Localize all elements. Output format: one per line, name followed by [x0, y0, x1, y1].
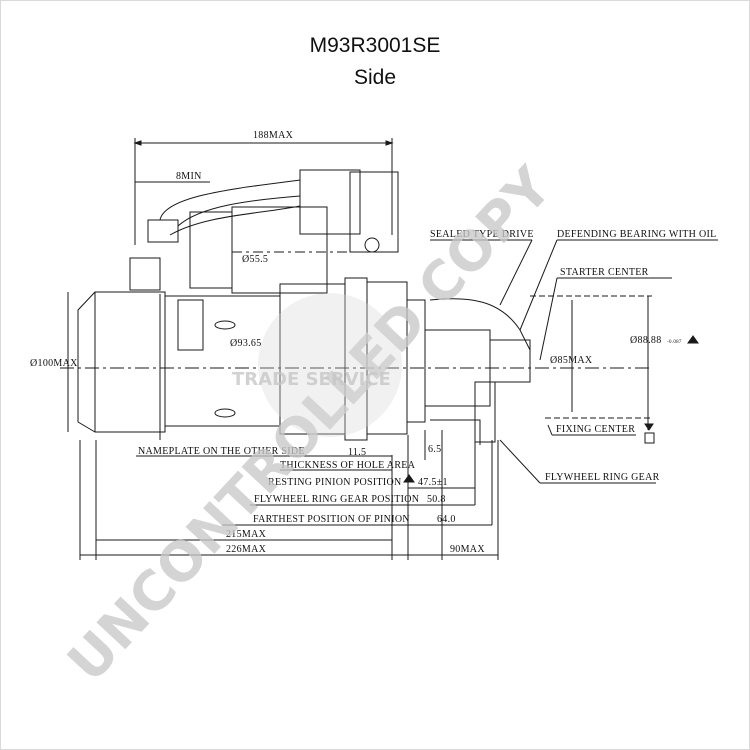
- view-subtitle: Side: [353, 66, 397, 89]
- label-hole-area: THICKNESS OF HOLE AREA: [280, 460, 416, 471]
- dim-50-8: 50.8: [427, 494, 446, 505]
- dim-6-5: 6.5: [428, 444, 441, 455]
- dim-dia-88-88: Ø88.88: [630, 335, 662, 346]
- label-flywheel-position: FLYWHEEL RING GEAR POSITION: [254, 494, 419, 505]
- dim-90max: 90MAX: [450, 544, 485, 555]
- watermark-secondary: TRADE SERVICE: [232, 369, 391, 390]
- label-flywheel-gear: FLYWHEEL RING GEAR: [545, 472, 660, 483]
- dim-dia-100max: Ø100MAX: [30, 358, 78, 369]
- dim-226max: 226MAX: [226, 544, 267, 555]
- dim-8min: 8MIN: [176, 171, 202, 182]
- part-number-title: M93R3001SE: [309, 34, 441, 57]
- drawing-lines: [60, 138, 718, 560]
- watermark-logo: [258, 293, 402, 437]
- dim-dia-93-65: Ø93.65: [230, 338, 262, 349]
- label-bearing: DEFENDING BEARING WITH OIL: [557, 229, 717, 240]
- dim-64-0: 64.0: [437, 514, 456, 525]
- dim-dia-55-5: Ø55.5: [242, 254, 268, 265]
- label-sealed-drive: SEALED TYPE DRIVE: [430, 229, 534, 240]
- dim-215max: 215MAX: [226, 529, 267, 540]
- dim-47-5: 47.5±1: [418, 477, 448, 488]
- label-starter-center: STARTER CENTER: [560, 267, 649, 278]
- dim-188max: 188MAX: [253, 130, 294, 141]
- label-resting-pinion: RESTING PINION POSITION: [268, 477, 402, 488]
- label-fixing-center: FIXING CENTER: [556, 424, 635, 435]
- label-farthest-pinion: FARTHEST POSITION OF PINION: [253, 514, 410, 525]
- dim-dia-85max: Ø85MAX: [550, 355, 593, 366]
- label-nameplate: NAMEPLATE ON THE OTHER SIDE: [138, 446, 305, 457]
- dim-11-5: 11.5: [348, 447, 366, 458]
- dim-tolerance: -0.087: [667, 340, 682, 345]
